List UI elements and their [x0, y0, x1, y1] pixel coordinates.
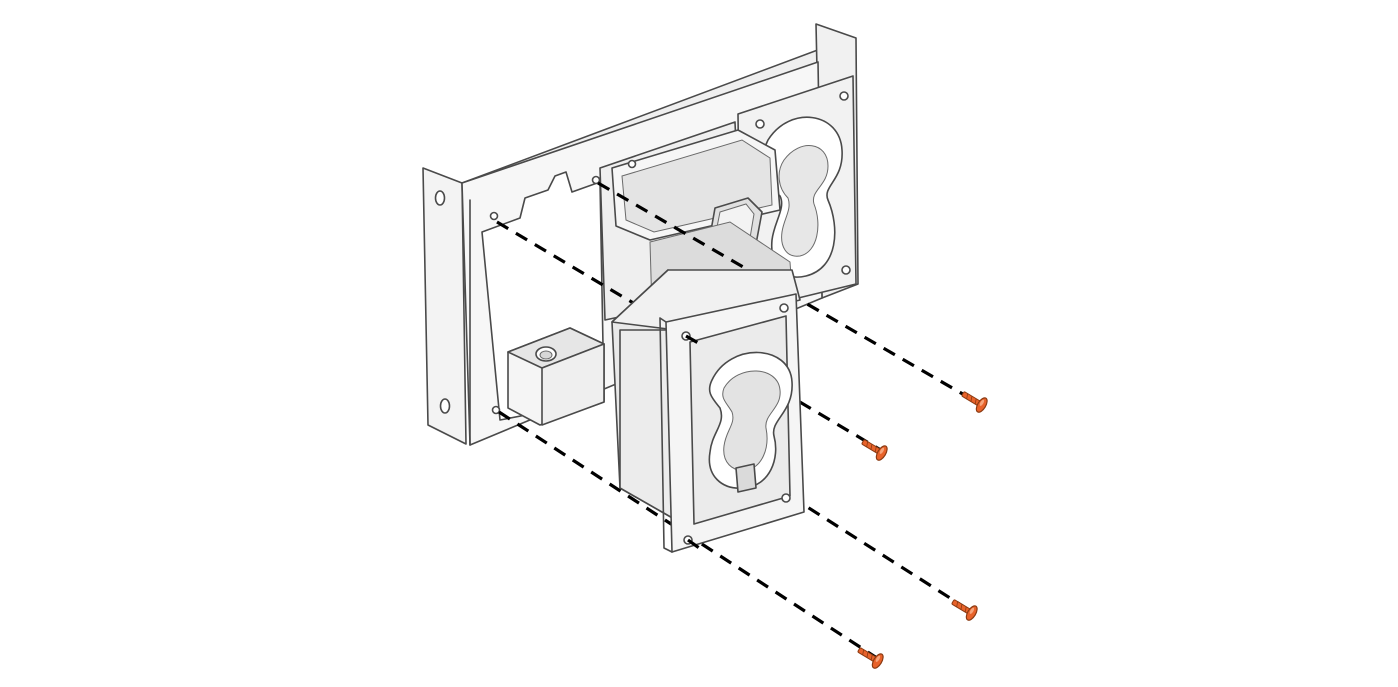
guide-lines-front: [685, 334, 703, 552]
flange-hole-bottom: [439, 398, 451, 414]
guide-line-bottom-right: [789, 494, 973, 614]
guide-line-front-lower: [687, 538, 703, 552]
bracket-left-flange: [422, 167, 467, 445]
screw-icon: [961, 391, 988, 413]
module-housing-top: [611, 269, 801, 331]
cable-clamp: [507, 327, 605, 426]
screw-icon: [951, 599, 978, 621]
receptacle-module: [611, 269, 805, 553]
screw-icon: [857, 647, 884, 669]
flange-hole-top: [434, 190, 446, 206]
guide-line-front-upper: [685, 334, 701, 346]
installed-receptacle-module: [599, 75, 857, 321]
screws: [857, 391, 988, 669]
screw-icon: [861, 439, 888, 461]
